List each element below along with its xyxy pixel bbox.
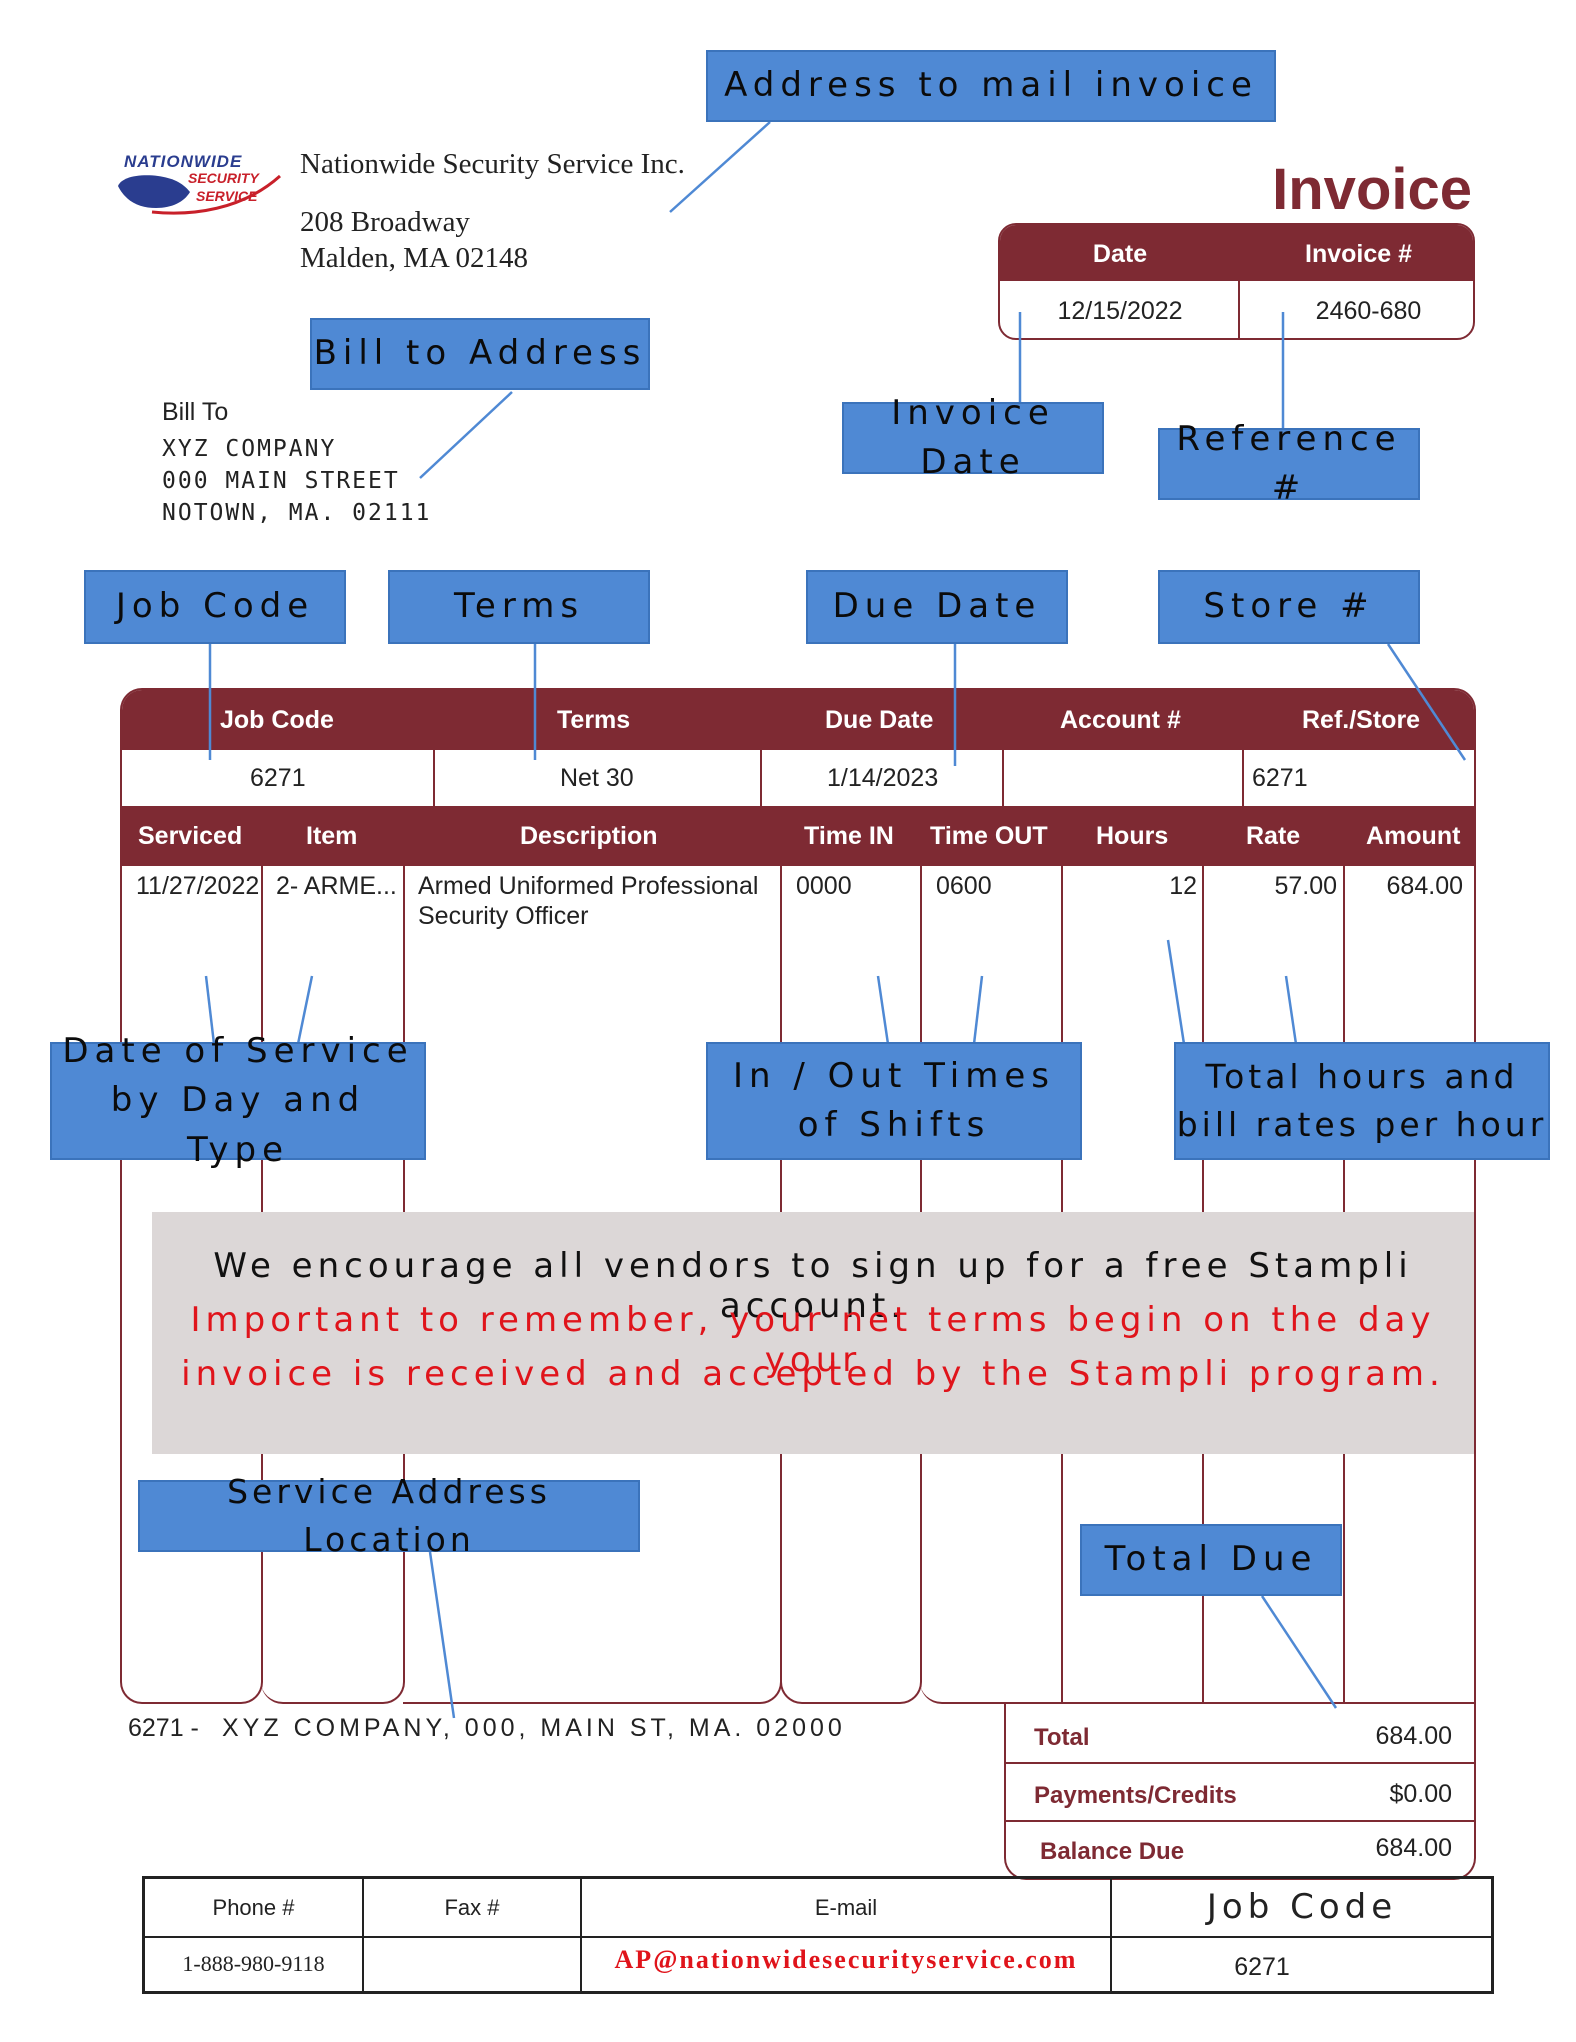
service-location-address: XYZ COMPANY, 000, MAIN ST, MA. 02000 — [222, 1714, 846, 1742]
info-due-date-value: 1/14/2023 — [827, 764, 939, 792]
logo-text-1: NATIONWIDE — [124, 152, 243, 171]
notice-line1: We encourage all vendors to sign up for … — [213, 1246, 1413, 1326]
logo-text-2: SECURITY — [188, 170, 259, 186]
callout-invoice-date: Invoice Date — [842, 393, 1104, 482]
callout-in-out-line2: of Shifts — [797, 1105, 991, 1145]
bill-to-line1: XYZ COMPANY — [162, 436, 337, 462]
col-amount: Amount — [1366, 822, 1461, 850]
footer-email-label: E-mail — [814, 1895, 878, 1920]
row-time-out: 0600 — [936, 872, 992, 900]
footer-contact-table: Phone # Fax # E-mail Job Code 1-888-980-… — [142, 1876, 1494, 1994]
bill-to-line2: 000 MAIN STREET — [162, 468, 400, 494]
col-serviced: Serviced — [138, 822, 243, 850]
balance-due-value: 684.00 — [1375, 1834, 1452, 1862]
info-header-account: Account # — [1060, 706, 1181, 734]
col-rate: Rate — [1246, 822, 1301, 850]
callout-terms: Terms — [388, 570, 650, 644]
row-description-line1: Armed Uniformed Professional — [418, 872, 759, 900]
row-description-line2: Security Officer — [418, 902, 589, 930]
total-value: 684.00 — [1375, 1722, 1452, 1750]
footer-phone-value: 1-888-980-9118 — [182, 1951, 325, 1976]
callout-date-of-service-line2: by Day and Type — [110, 1080, 366, 1170]
notice-line3: invoice is received and accepted by the … — [181, 1354, 1445, 1394]
callout-total-hours-line2: bill rates per hour — [1176, 1105, 1548, 1144]
row-hours: 12 — [1169, 872, 1197, 900]
row-amount: 684.00 — [1386, 872, 1463, 900]
callout-store: Store # — [1158, 570, 1420, 644]
info-header-ref-store: Ref./Store — [1302, 706, 1421, 734]
bill-to-label: Bill To — [162, 398, 229, 426]
company-logo: NATIONWIDE SECURITY SERVICE — [112, 146, 284, 218]
callout-date-of-service-line1: Date of Service — [62, 1031, 414, 1072]
payments-value: $0.00 — [1389, 1780, 1452, 1808]
callout-date-of-service: Date of Service by Day and Type — [50, 1031, 426, 1170]
invoice-date-header: Date — [1092, 240, 1148, 268]
callout-job-code: Job Code — [84, 570, 346, 644]
line-items-header — [120, 806, 1476, 866]
info-header-terms: Terms — [557, 706, 631, 734]
info-header-job-code: Job Code — [220, 706, 334, 734]
company-address-line1: 208 Broadway — [300, 206, 470, 238]
info-table: Job Code Terms Due Date Account # Ref./S… — [120, 688, 1476, 806]
callout-address-to-mail: Address to mail invoice — [706, 50, 1276, 122]
row-time-in: 0000 — [796, 872, 852, 900]
balance-due-label: Balance Due — [1040, 1838, 1185, 1865]
callout-reference: Reference # — [1158, 419, 1420, 508]
row-serviced: 11/27/2022 — [136, 872, 260, 900]
invoice-date-value: 12/15/2022 — [1057, 297, 1183, 325]
info-terms-value: Net 30 — [560, 764, 634, 792]
callout-bill-to-address: Bill to Address — [310, 318, 650, 390]
footer-job-code-label: Job Code — [1206, 1887, 1398, 1927]
footer-fax-label: Fax # — [444, 1895, 500, 1920]
col-hours: Hours — [1096, 822, 1169, 850]
callout-service-address: Service Address Location — [138, 1472, 640, 1559]
callout-total-hours-line1: Total hours and — [1205, 1057, 1519, 1097]
footer-email-link[interactable]: AP@nationwidesecurityservice.com — [614, 1945, 1078, 1974]
col-time-out: Time OUT — [930, 822, 1048, 850]
info-job-code-value: 6271 — [250, 764, 306, 792]
notice-line2: Important to remember, your net terms be… — [190, 1300, 1436, 1380]
total-label: Total — [1034, 1724, 1090, 1751]
callout-in-out-line1: In / Out Times — [732, 1055, 1056, 1096]
callout-in-out-times: In / Out Times of Shifts — [706, 1042, 1082, 1160]
invoice-number-value: 2460-680 — [1315, 297, 1422, 325]
invoice-number-header: Invoice # — [1305, 240, 1412, 268]
company-address-line2: Malden, MA 02148 — [300, 242, 528, 274]
payments-label: Payments/Credits — [1034, 1782, 1237, 1809]
page-title: Invoice — [1272, 157, 1472, 222]
footer-job-code-value: 6271 — [1234, 1953, 1290, 1981]
invoice-box: Date Invoice # 12/15/2022 2460-680 — [998, 223, 1475, 340]
callout-total-due: Total Due — [1080, 1524, 1342, 1596]
col-description: Description — [520, 822, 658, 850]
stampli-notice: We encourage all vendors to sign up for … — [152, 1212, 1474, 1454]
footer-phone-label: Phone # — [212, 1895, 295, 1920]
callout-due-date: Due Date — [806, 570, 1068, 644]
bill-to-line3: NOTOWN, MA. 02111 — [162, 500, 432, 526]
totals-box: Total 684.00 Payments/Credits $0.00 Bala… — [1004, 1702, 1476, 1880]
row-item: 2- ARME... — [276, 872, 397, 900]
info-ref-store-value: 6271 — [1252, 764, 1308, 792]
row-rate: 57.00 — [1274, 872, 1337, 900]
col-time-in: Time IN — [804, 822, 894, 850]
service-location-prefix: 6271 - — [128, 1714, 199, 1742]
col-item: Item — [306, 822, 358, 850]
callout-total-hours: Total hours and bill rates per hour — [1174, 1042, 1550, 1160]
info-header-due-date: Due Date — [825, 706, 934, 734]
company-name: Nationwide Security Service Inc. — [300, 148, 685, 180]
logo-text-3: SERVICE — [196, 188, 258, 204]
